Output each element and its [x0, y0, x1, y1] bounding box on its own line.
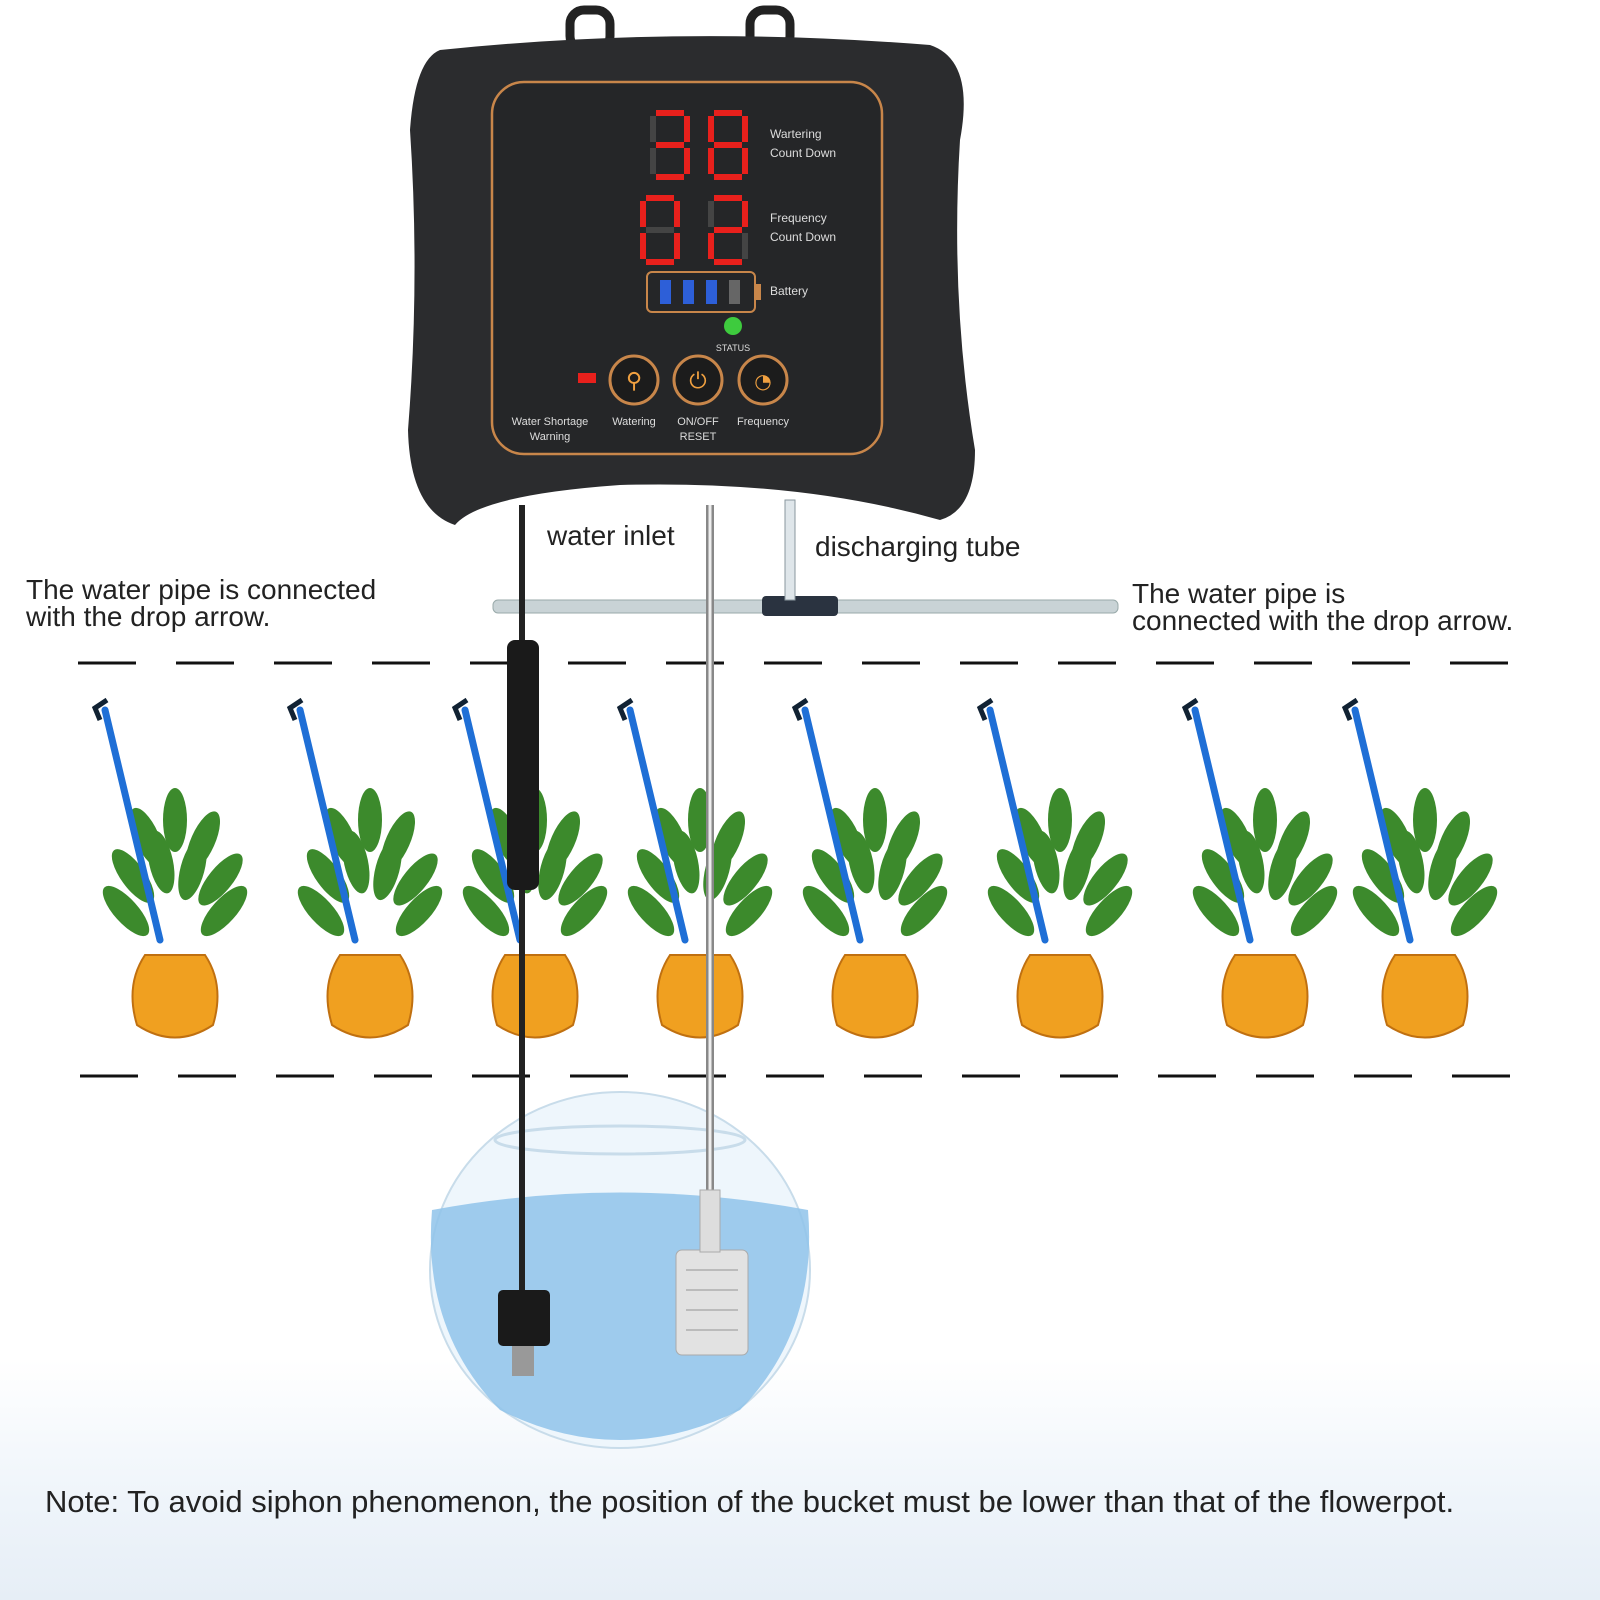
- on-off-reset-button[interactable]: ⏻: [672, 354, 724, 406]
- drip-arrow: [1351, 706, 1414, 944]
- right-pipe-note: The water pipe is connected with the dro…: [1132, 578, 1514, 636]
- frequency-button-label: Frequency: [737, 416, 789, 428]
- frequency-countdown-digit: [708, 195, 748, 265]
- battery-bar: [660, 280, 671, 304]
- flower-pot: [491, 954, 579, 1039]
- drip-arrow: [626, 706, 689, 944]
- warning-label-2: Warning: [530, 431, 571, 443]
- plant-leaves: [987, 788, 1133, 937]
- battery-bar: [729, 280, 740, 304]
- pump-plug: [498, 1290, 550, 1346]
- plant-leaves: [1352, 788, 1498, 937]
- discharging-tube-label: discharging tube: [815, 531, 1021, 562]
- frequency-countdown-label-1: Frequency: [770, 211, 827, 225]
- drip-arrow-head: [1341, 697, 1359, 721]
- frequency-countdown-label-2: Count Down: [770, 230, 836, 244]
- battery-indicator: [646, 271, 761, 313]
- water-bucket: [429, 1091, 811, 1449]
- background-gradient: [0, 1360, 1600, 1600]
- watering-countdown-label-2: Count Down: [770, 146, 836, 160]
- drip-arrow-head: [616, 697, 634, 721]
- status-led: [724, 317, 742, 335]
- water-inlet-label: water inlet: [547, 520, 675, 551]
- plant-leaves: [627, 788, 773, 937]
- flower-pot: [831, 954, 919, 1039]
- drip-arrow: [1191, 706, 1254, 944]
- timer-icon: ◔: [754, 369, 771, 393]
- potted-plant: [286, 697, 443, 1039]
- warning-label-1: Water Shortage: [512, 416, 589, 428]
- battery-bar: [706, 280, 717, 304]
- potted-plant: [1341, 697, 1498, 1039]
- flower-pot: [1381, 954, 1469, 1039]
- flower-pot: [1221, 954, 1309, 1039]
- left-note-line-2: with the drop arrow.: [26, 601, 271, 632]
- watering-countdown-digit: [708, 110, 748, 180]
- pump-filter: [675, 1249, 749, 1356]
- potted-plant: [91, 697, 248, 1039]
- water-shortage-warning-led: [578, 373, 596, 383]
- frequency-countdown-digit: [640, 195, 680, 265]
- tee-connector: [762, 596, 838, 616]
- plant-leaves: [102, 788, 248, 937]
- status-label: STATUS: [716, 343, 750, 353]
- drip-arrow-head: [451, 697, 469, 721]
- watering-button-label: Watering: [612, 416, 656, 428]
- battery-bar: [683, 280, 694, 304]
- potted-plant: [451, 697, 608, 1039]
- flower-pot: [131, 954, 219, 1039]
- reset-button-label: RESET: [680, 431, 717, 443]
- frequency-button[interactable]: ◔: [737, 354, 789, 406]
- drip-arrow: [101, 706, 164, 944]
- drip-arrow-head: [286, 697, 304, 721]
- drip-arrow: [801, 706, 864, 944]
- plant-leaves: [1192, 788, 1338, 937]
- flower-pot: [326, 954, 414, 1039]
- discharging-tube: [784, 499, 796, 601]
- controller-device: [408, 5, 975, 525]
- drip-arrow: [461, 706, 524, 944]
- drip-arrow-head: [791, 697, 809, 721]
- drip-arrow: [296, 706, 359, 944]
- flower-pot: [656, 954, 744, 1039]
- watering-button[interactable]: ⚲: [608, 354, 660, 406]
- potted-plant: [1181, 697, 1338, 1039]
- drip-arrow: [986, 706, 1049, 944]
- plant-leaves: [802, 788, 948, 937]
- right-note-line-1: The water pipe is: [1132, 578, 1346, 609]
- potted-plant: [616, 697, 773, 1039]
- faucet-icon: ⚲: [626, 369, 642, 394]
- plant-leaves: [297, 788, 443, 937]
- inlet-connector: [507, 640, 539, 890]
- flower-pot: [1016, 954, 1104, 1039]
- potted-plant: [976, 697, 1133, 1039]
- right-note-line-2: connected with the drop arrow.: [1132, 605, 1514, 636]
- battery-label: Battery: [770, 284, 808, 298]
- left-note-line-1: The water pipe is connected: [26, 574, 377, 605]
- drip-arrow-head: [1181, 697, 1199, 721]
- on-off-button-label: ON/OFF: [677, 416, 719, 428]
- watering-countdown-digit: [650, 110, 690, 180]
- siphon-note: Note: To avoid siphon phenomenon, the po…: [45, 1484, 1455, 1519]
- power-icon: ⏻: [689, 369, 706, 394]
- drip-arrow-head: [976, 697, 994, 721]
- drip-arrow-head: [91, 697, 109, 721]
- left-pipe-note: The water pipe is connected with the dro…: [26, 574, 377, 632]
- watering-countdown-label-1: Wartering: [770, 127, 822, 141]
- potted-plant: [791, 697, 948, 1039]
